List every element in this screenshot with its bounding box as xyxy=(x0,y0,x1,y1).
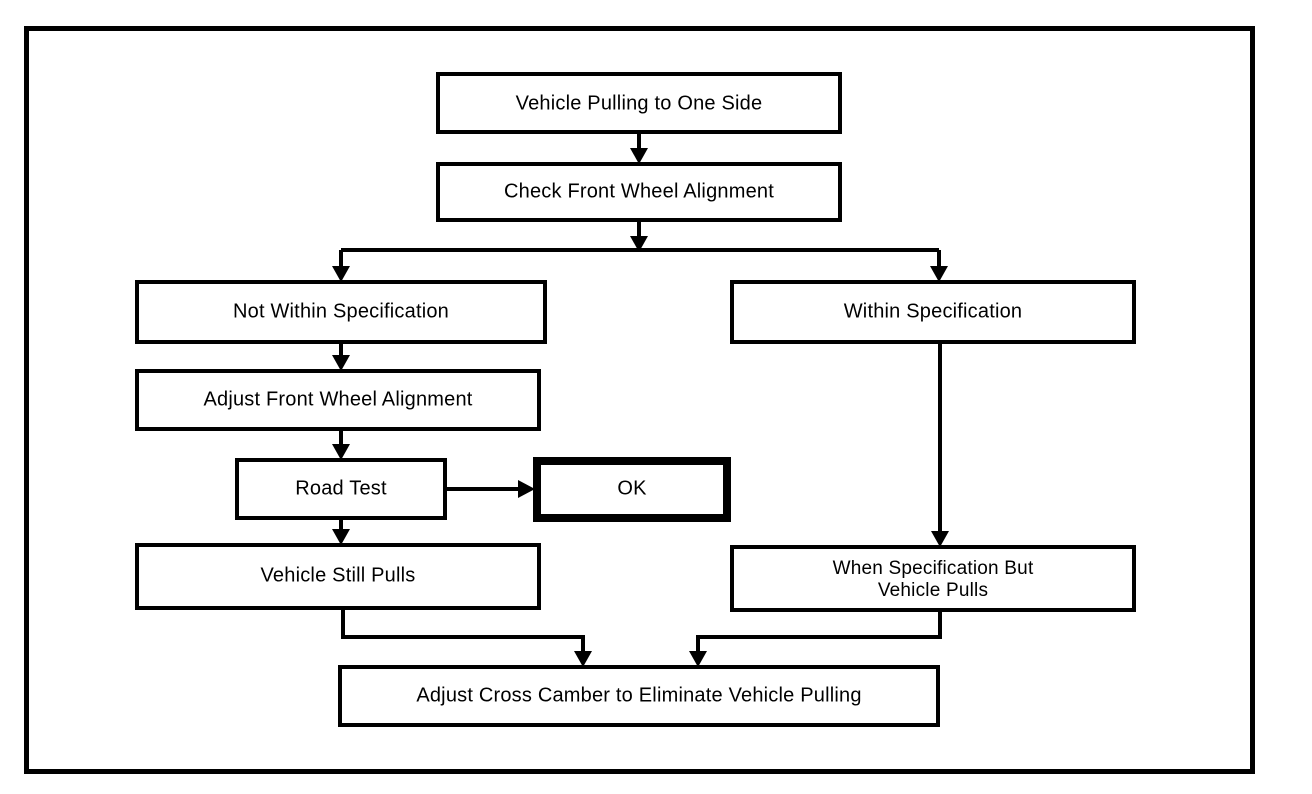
diagram-border xyxy=(24,26,1255,774)
node-when-spec-but-pulls-label-line2: Vehicle Pulls xyxy=(878,580,988,601)
connector-road-test-to-ok xyxy=(445,480,535,498)
node-check-alignment-label: Check Front Wheel Alignment xyxy=(504,180,774,202)
node-start[interactable]: Vehicle Pulling to One Side xyxy=(436,72,842,134)
node-road-test-box xyxy=(235,458,447,520)
node-adjust-alignment-box xyxy=(135,369,541,431)
node-start-box xyxy=(436,72,842,134)
connector-within-spec-to-when-spec xyxy=(931,342,949,547)
node-within-spec-box xyxy=(730,280,1136,344)
connector-adjust-to-road-test xyxy=(332,429,350,460)
node-ok-box xyxy=(533,457,731,522)
node-when-spec-but-pulls-box xyxy=(730,545,1136,612)
node-when-spec-but-pulls[interactable]: When Specification But Vehicle Pulls xyxy=(730,545,1136,612)
node-vehicle-still-pulls-box xyxy=(135,543,541,610)
node-not-within-spec[interactable]: Not Within Specification xyxy=(135,280,547,344)
node-adjust-alignment[interactable]: Adjust Front Wheel Alignment xyxy=(135,369,541,431)
node-adjust-cross-camber[interactable]: Adjust Cross Camber to Eliminate Vehicle… xyxy=(338,665,940,727)
node-not-within-spec-box xyxy=(135,280,547,344)
connector-split-to-not-within-spec xyxy=(332,250,350,282)
node-within-spec[interactable]: Within Specification xyxy=(730,280,1136,344)
node-road-test[interactable]: Road Test xyxy=(235,458,447,520)
node-ok-label: OK xyxy=(617,477,647,499)
node-adjust-cross-camber-label: Adjust Cross Camber to Eliminate Vehicle… xyxy=(416,684,861,706)
node-adjust-cross-camber-box xyxy=(338,665,940,727)
connector-not-within-to-adjust xyxy=(332,342,350,371)
connector-road-test-to-still-pulls xyxy=(332,518,350,545)
node-road-test-label: Road Test xyxy=(295,477,387,499)
connector-when-spec-to-camber xyxy=(689,610,942,667)
connector-split-to-within-spec xyxy=(930,250,948,282)
node-check-alignment-box xyxy=(436,162,842,222)
connector-still-pulls-to-camber xyxy=(341,608,592,667)
node-vehicle-still-pulls[interactable]: Vehicle Still Pulls xyxy=(135,543,541,610)
node-when-spec-but-pulls-label-line1: When Specification But xyxy=(833,558,1034,579)
node-start-label: Vehicle Pulling to One Side xyxy=(516,92,763,114)
connector-start-to-check xyxy=(630,132,648,164)
node-not-within-spec-label: Not Within Specification xyxy=(233,300,449,322)
node-adjust-alignment-label: Adjust Front Wheel Alignment xyxy=(203,388,472,410)
node-ok[interactable]: OK xyxy=(533,457,731,522)
node-within-spec-label: Within Specification xyxy=(844,300,1023,322)
node-vehicle-still-pulls-label: Vehicle Still Pulls xyxy=(261,564,416,586)
connector-check-to-split xyxy=(630,220,648,252)
node-check-alignment[interactable]: Check Front Wheel Alignment xyxy=(436,162,842,222)
